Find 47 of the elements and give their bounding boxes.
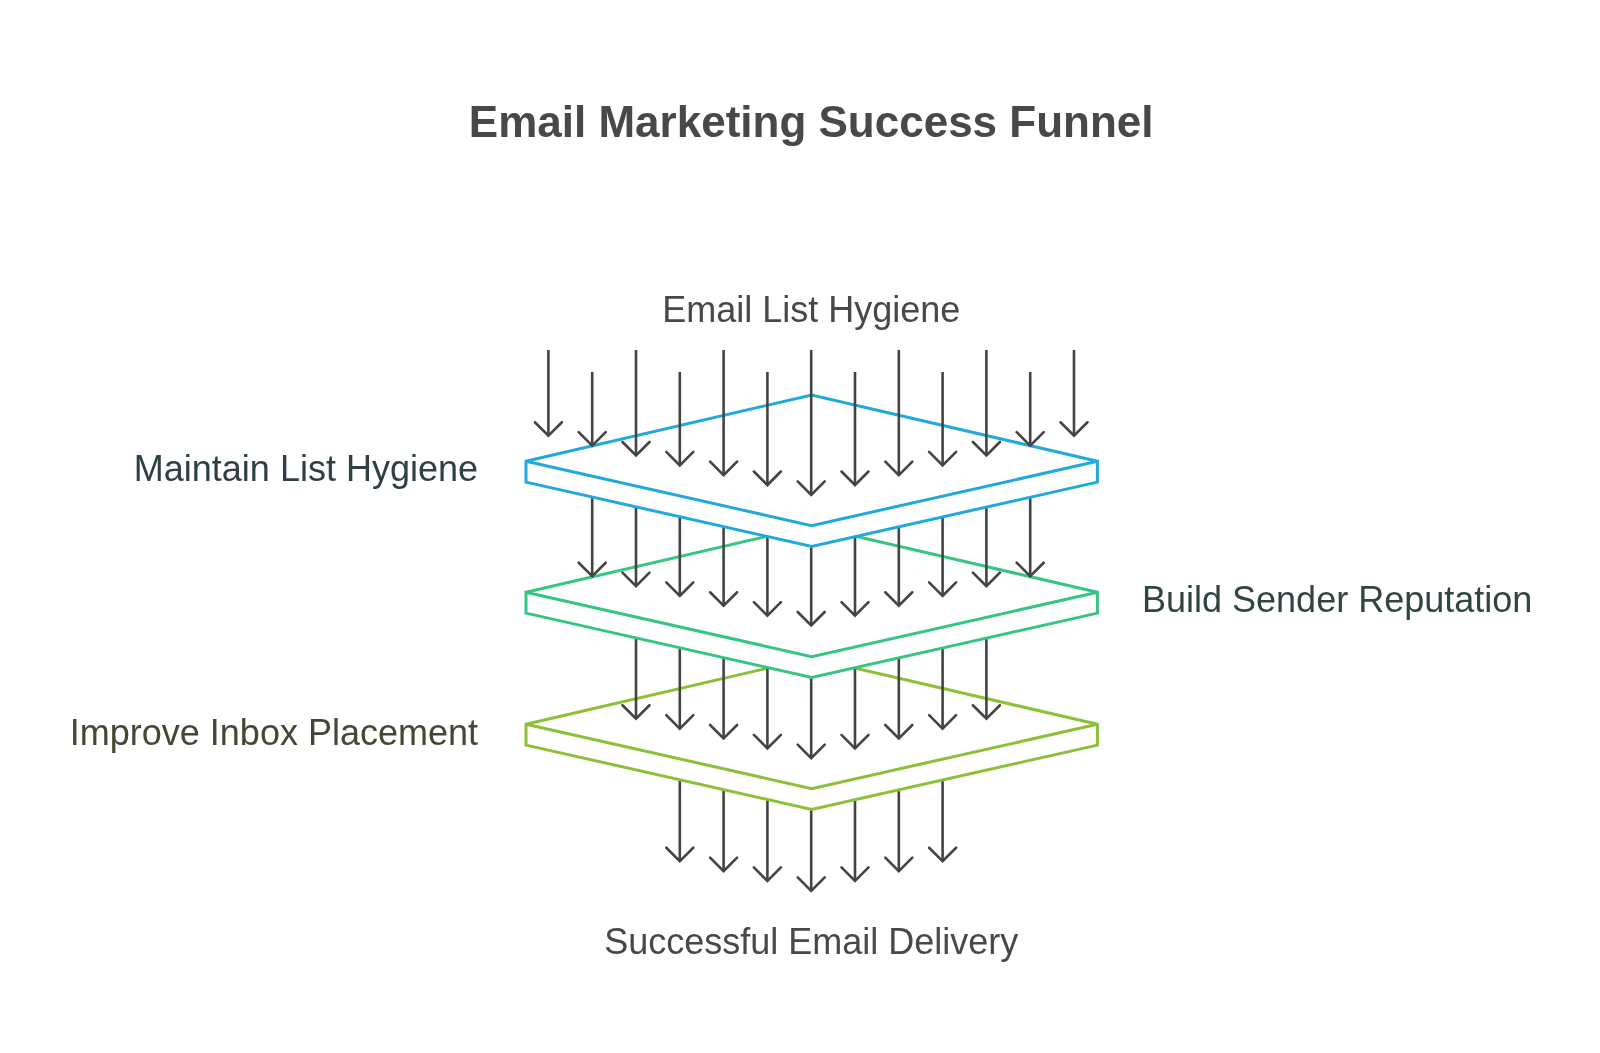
funnel-layer [522,391,1100,550]
arrow [1015,372,1045,447]
diagram-title: Email Marketing Success Funnel [468,95,1154,148]
layer-label: Improve Inbox Placement [69,710,478,755]
arrow [621,637,651,721]
layer-label: Build Sender Reputation [1142,578,1533,622]
arrow [884,657,914,740]
arrow [665,647,695,730]
arrow [927,516,958,598]
arrow [796,809,826,893]
arrow [884,526,914,608]
arrow [752,372,783,487]
arrow [840,799,870,883]
arrow [621,350,651,457]
arrow [665,372,695,467]
arrow [1059,350,1089,438]
arrow [665,780,695,863]
arrow [577,497,607,578]
arrow [1015,497,1045,578]
arrow [708,789,739,873]
arrow [927,372,958,467]
arrow [840,536,870,617]
arrow [796,350,826,497]
arrow [971,637,1002,721]
arrow [884,350,914,477]
arrow [796,546,826,627]
arrow [665,516,695,598]
funnel-input-label: Email List Hygiene [662,288,961,332]
arrow [752,799,783,883]
layer-label: Maintain List Hygiene [133,447,478,491]
arrow [971,506,1002,588]
arrow [796,676,826,760]
arrow [752,667,783,750]
arrow [927,647,958,730]
funnel-output-label: Successful Email Delivery [604,920,1019,964]
arrow [927,780,958,863]
arrow [621,506,651,588]
arrow [708,350,739,477]
arrow [884,789,914,873]
arrow [840,372,870,487]
arrow [840,667,870,750]
arrow [752,536,783,617]
arrow [533,350,564,438]
arrow [708,657,739,740]
arrow [971,350,1002,457]
arrow [577,372,607,447]
arrow [708,526,739,608]
